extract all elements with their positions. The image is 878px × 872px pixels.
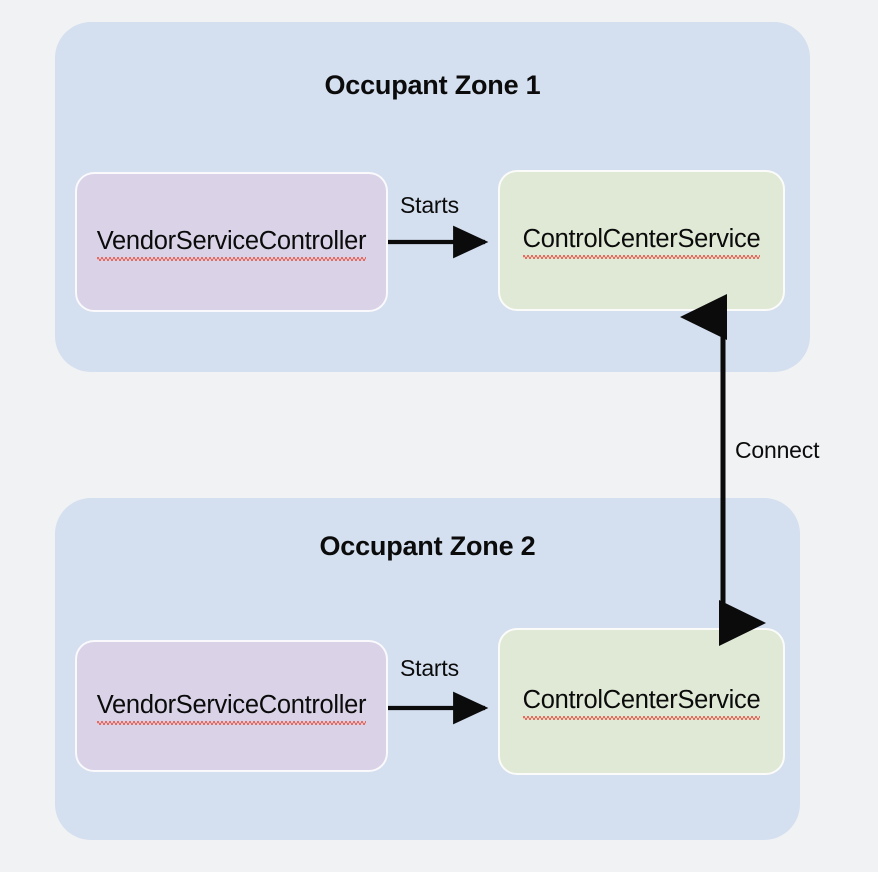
node-label: VendorServiceController	[96, 691, 367, 725]
edge-label-connect: Connect	[735, 437, 820, 463]
node-control-center-service-2[interactable]: ControlCenterService	[498, 628, 785, 775]
zone-title-1: Occupant Zone 1	[324, 70, 541, 100]
arrow-starts-2	[388, 691, 489, 725]
zone-title-2: Occupant Zone 2	[319, 531, 536, 561]
node-label: VendorServiceController	[96, 227, 367, 261]
node-label: ControlCenterService	[522, 686, 761, 720]
node-vendor-service-controller-2[interactable]: VendorServiceController	[75, 640, 388, 772]
node-label: ControlCenterService	[522, 225, 761, 259]
arrow-connect-bidirectional	[679, 294, 767, 646]
node-vendor-service-controller-1[interactable]: VendorServiceController	[75, 172, 388, 312]
node-control-center-service-1[interactable]: ControlCenterService	[498, 170, 785, 311]
edge-label-starts-2: Starts	[400, 655, 459, 681]
edge-label-starts-1: Starts	[400, 192, 459, 218]
arrow-starts-1	[388, 225, 489, 259]
